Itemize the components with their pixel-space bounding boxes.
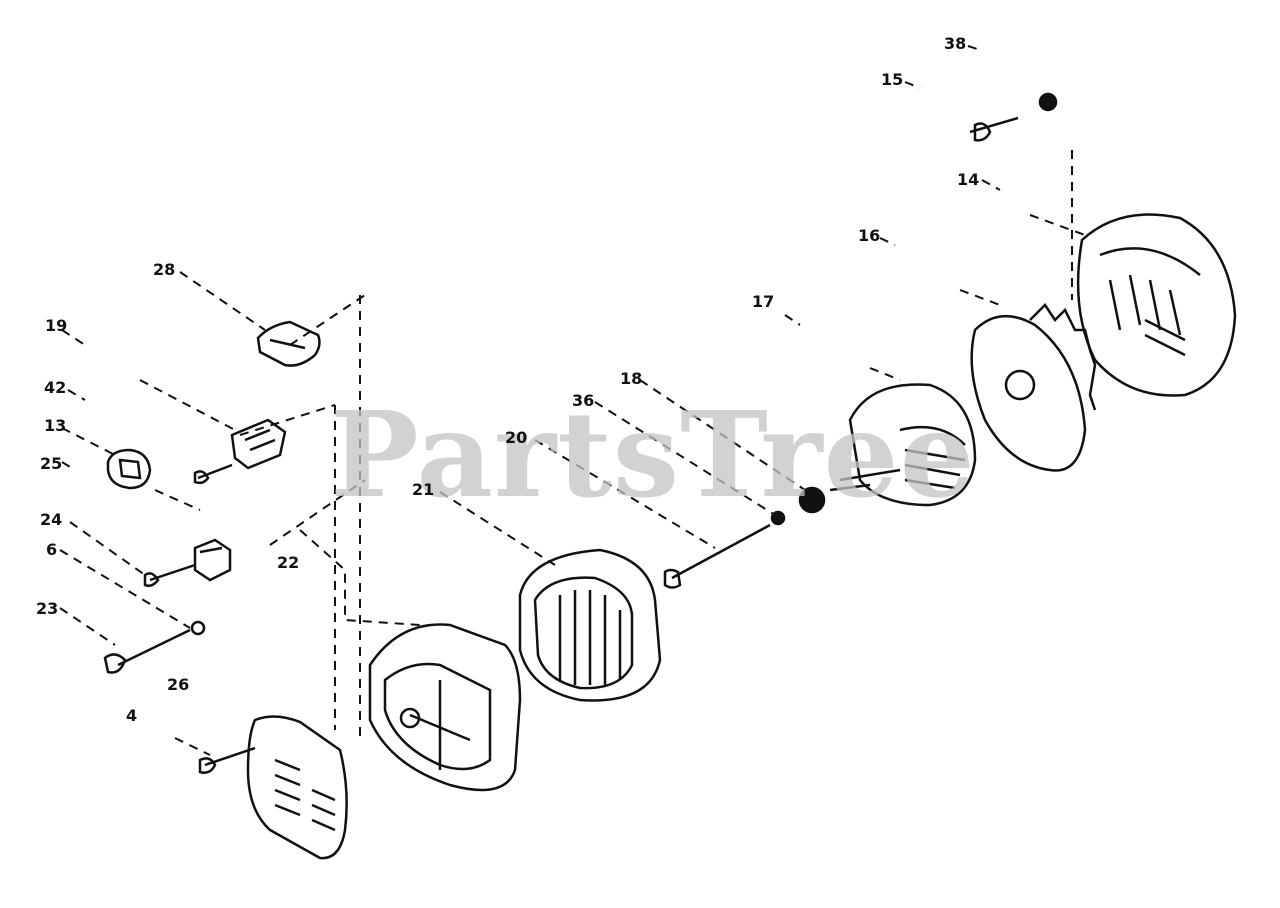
housing-22 — [368, 623, 522, 792]
leader-20 — [534, 439, 716, 549]
leader-28 — [179, 271, 266, 331]
callout-36: 36 — [572, 391, 595, 410]
terminal-block-42 — [230, 418, 287, 470]
fan-16 — [970, 303, 1097, 472]
screw-24 — [143, 563, 196, 588]
fan-hub — [1004, 369, 1036, 401]
screw-42 — [193, 463, 233, 485]
callout-38: 38 — [944, 34, 967, 53]
callout-25: 25 — [40, 454, 63, 473]
leader-24 — [69, 521, 146, 576]
leader-17 — [784, 314, 901, 381]
callout-18: 18 — [620, 369, 643, 388]
callout-17: 17 — [752, 292, 775, 311]
leader-15 — [904, 81, 921, 89]
callout-23: 23 — [36, 599, 59, 618]
leader-14 — [981, 179, 1086, 236]
leader-13 — [61, 427, 116, 456]
housing-bearing — [399, 707, 421, 729]
callout-22: 22 — [277, 553, 300, 572]
callout-16: 16 — [858, 226, 881, 245]
leader-21 — [439, 491, 556, 566]
stator-21 — [518, 548, 662, 702]
guide-bracket — [299, 529, 421, 626]
guide-diagonal-1 — [289, 294, 366, 346]
callout-26: 26 — [167, 675, 190, 694]
callout-19: 19 — [45, 316, 68, 335]
bushing-13 — [106, 448, 152, 490]
end-bell-14 — [1076, 213, 1237, 397]
rear-cover-4 — [246, 715, 348, 860]
callout-4: 4 — [126, 706, 138, 725]
callout-13: 13 — [44, 416, 67, 435]
screw-15 — [969, 116, 1019, 142]
callout-24: 24 — [40, 510, 63, 529]
washer-18 — [798, 486, 826, 514]
leader-42 — [67, 379, 236, 431]
rotor-17 — [829, 383, 977, 507]
callout-6: 6 — [46, 540, 58, 559]
leader-18 — [639, 379, 806, 491]
callout-15: 15 — [881, 70, 904, 89]
leader-36 — [594, 401, 776, 516]
callout-14: 14 — [957, 170, 980, 189]
leader-19 — [61, 329, 86, 346]
bolt-23 — [103, 628, 191, 674]
callout-28: 28 — [153, 260, 176, 279]
washer-6 — [190, 620, 206, 636]
rectifier-28 — [256, 320, 321, 367]
leader-25 — [61, 461, 201, 511]
callout-20: 20 — [505, 428, 528, 447]
washer-36 — [770, 510, 786, 526]
leader-4 — [174, 737, 211, 756]
bolt-20 — [663, 523, 771, 589]
callout-21: 21 — [412, 480, 435, 499]
leader-23 — [59, 607, 116, 646]
callout-42: 42 — [44, 378, 67, 397]
nut-38 — [1038, 92, 1058, 112]
guide-diagonal-2 — [269, 479, 366, 546]
leader-38 — [967, 45, 981, 51]
screw-4 — [198, 746, 256, 774]
capacitor-24 — [193, 538, 232, 582]
leader-16 — [879, 237, 1001, 306]
guide-diagonal-3 — [239, 404, 336, 436]
